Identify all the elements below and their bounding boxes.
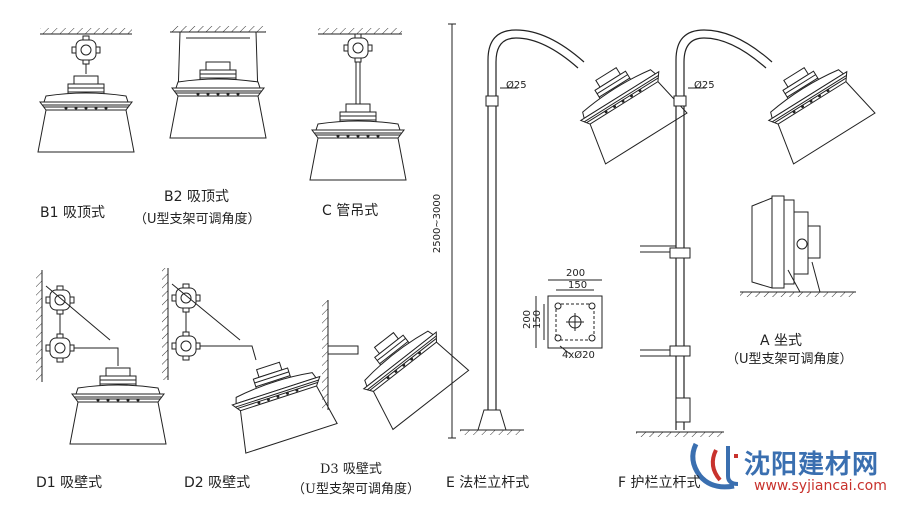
label-d3: D3 吸壁式	[320, 462, 382, 477]
figure-e	[448, 23, 688, 439]
base-plate-detail	[535, 279, 603, 355]
figure-f	[636, 29, 876, 437]
dim-plate-w-inner: 150	[568, 280, 588, 291]
figure-d3	[322, 300, 470, 430]
label-e: E 法栏立杆式	[446, 475, 530, 491]
figure-b2	[169, 26, 267, 139]
dim-plate-holes: 4xØ20	[562, 350, 595, 361]
watermark-logo	[690, 442, 739, 490]
watermark-name: 沈阳建材网	[744, 450, 880, 480]
label-f: F 护栏立杆式	[618, 475, 701, 491]
figure-b1	[37, 28, 135, 153]
figure-d2	[162, 268, 338, 454]
watermark-url: www.syjiancai.com	[754, 478, 887, 494]
dim-plate-h-inner: 150	[532, 309, 544, 330]
label-a: A 坐式	[760, 333, 803, 349]
figure-c	[309, 28, 407, 181]
dim-pole-dia-e: Ø25	[506, 80, 527, 91]
dim-pole-height: 2500~3000	[432, 193, 444, 254]
dim-plate-w-outer: 200	[566, 268, 586, 279]
label-a-note: （U型支架可调角度）	[726, 352, 853, 367]
label-b2: B2 吸顶式	[164, 189, 229, 205]
figure-d1	[36, 270, 167, 445]
label-b2-note: （U型支架可调角度）	[134, 212, 261, 227]
label-c: C 管吊式	[322, 203, 379, 219]
dim-pole-dia-f: Ø25	[694, 80, 715, 91]
label-d1: D1 吸壁式	[36, 475, 103, 491]
label-d3-note: （U型支架可调角度）	[292, 482, 420, 497]
label-d2: D2 吸壁式	[184, 475, 251, 491]
figure-a	[740, 195, 856, 297]
label-b1: B1 吸顶式	[40, 205, 105, 221]
